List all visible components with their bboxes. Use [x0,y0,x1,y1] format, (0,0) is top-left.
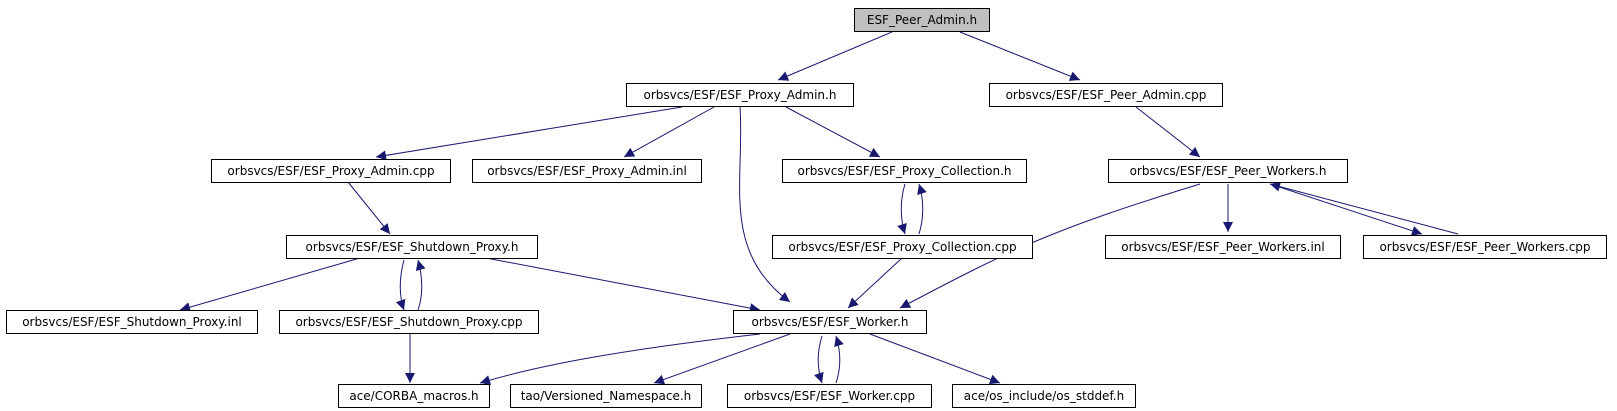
node-peer-workers-inl[interactable]: orbsvcs/ESF/ESF_Peer_Workers.inl [1105,235,1341,259]
edge-proxy-collection-h-to-proxy-collection-cpp [897,183,907,235]
edge-shutdown-proxy-cpp-to-shutdown-proxy-h [415,259,426,311]
edge-peer-admin-h-to-peer-admin-cpp [959,31,1081,81]
edge-proxy-collection-cpp-to-worker-h [847,257,903,309]
node-peer-workers-h[interactable]: orbsvcs/ESF/ESF_Peer_Workers.h [1108,159,1348,183]
edge-shutdown-proxy-h-to-worker-h [485,257,761,314]
edge-proxy-admin-h-to-proxy-collection-h [785,106,881,158]
node-shutdown-proxy-h[interactable]: orbsvcs/ESF/ESF_Shutdown_Proxy.h [286,235,538,259]
edge-peer-workers-cpp-to-peer-workers-h [1269,181,1459,235]
edge-proxy-collection-cpp-to-proxy-collection-h [917,183,927,235]
edge-proxy-admin-h-to-proxy-admin-cpp [375,106,683,161]
node-proxy-collection-cpp[interactable]: orbsvcs/ESF/ESF_Proxy_Collection.cpp [772,235,1033,259]
edge-shutdown-proxy-h-to-shutdown-proxy-inl [179,257,361,313]
node-peer-admin-h: ESF_Peer_Admin.h [854,8,990,32]
edge-proxy-admin-h-to-worker-h [739,106,791,303]
edge-worker-h-to-versioned-namespace-h [653,333,791,385]
node-shutdown-proxy-cpp[interactable]: orbsvcs/ESF/ESF_Shutdown_Proxy.cpp [279,310,539,334]
edge-proxy-admin-cpp-to-shutdown-proxy-h [347,181,391,235]
edge-worker-cpp-to-worker-h [834,335,844,384]
node-shutdown-proxy-inl[interactable]: orbsvcs/ESF/ESF_Shutdown_Proxy.inl [6,310,258,334]
edge-worker-h-to-worker-cpp [814,335,824,384]
node-worker-cpp[interactable]: orbsvcs/ESF/ESF_Worker.cpp [727,384,932,408]
node-peer-admin-cpp[interactable]: orbsvcs/ESF/ESF_Peer_Admin.cpp [989,83,1223,107]
node-proxy-collection-h[interactable]: orbsvcs/ESF/ESF_Proxy_Collection.h [782,159,1027,183]
edge-peer-workers-h-to-peer-workers-cpp [1269,183,1423,236]
node-worker-h[interactable]: orbsvcs/ESF/ESF_Worker.h [733,310,927,334]
edge-shutdown-proxy-h-to-shutdown-proxy-cpp [395,259,406,311]
node-peer-workers-cpp[interactable]: orbsvcs/ESF/ESF_Peer_Workers.cpp [1363,235,1607,259]
node-proxy-admin-cpp[interactable]: orbsvcs/ESF/ESF_Proxy_Admin.cpp [211,159,451,183]
edge-worker-h-to-os-stddef-h [869,333,1001,385]
node-proxy-admin-h[interactable]: orbsvcs/ESF/ESF_Proxy_Admin.h [626,83,854,107]
edge-peer-admin-h-to-proxy-admin-h [777,31,893,81]
node-os-stddef-h[interactable]: ace/os_include/os_stddef.h [952,384,1136,408]
node-corba-macros-h[interactable]: ace/CORBA_macros.h [338,384,490,408]
edge-worker-h-to-corba-macros-h [479,333,761,385]
node-versioned-namespace-h[interactable]: tao/Versioned_Namespace.h [510,384,702,408]
node-proxy-admin-inl[interactable]: orbsvcs/ESF/ESF_Proxy_Admin.inl [472,159,702,183]
edge-proxy-admin-h-to-proxy-admin-inl [623,106,715,158]
edge-peer-workers-h-to-worker-h [899,183,1201,309]
edge-peer-admin-cpp-to-peer-workers-h [1135,106,1201,158]
